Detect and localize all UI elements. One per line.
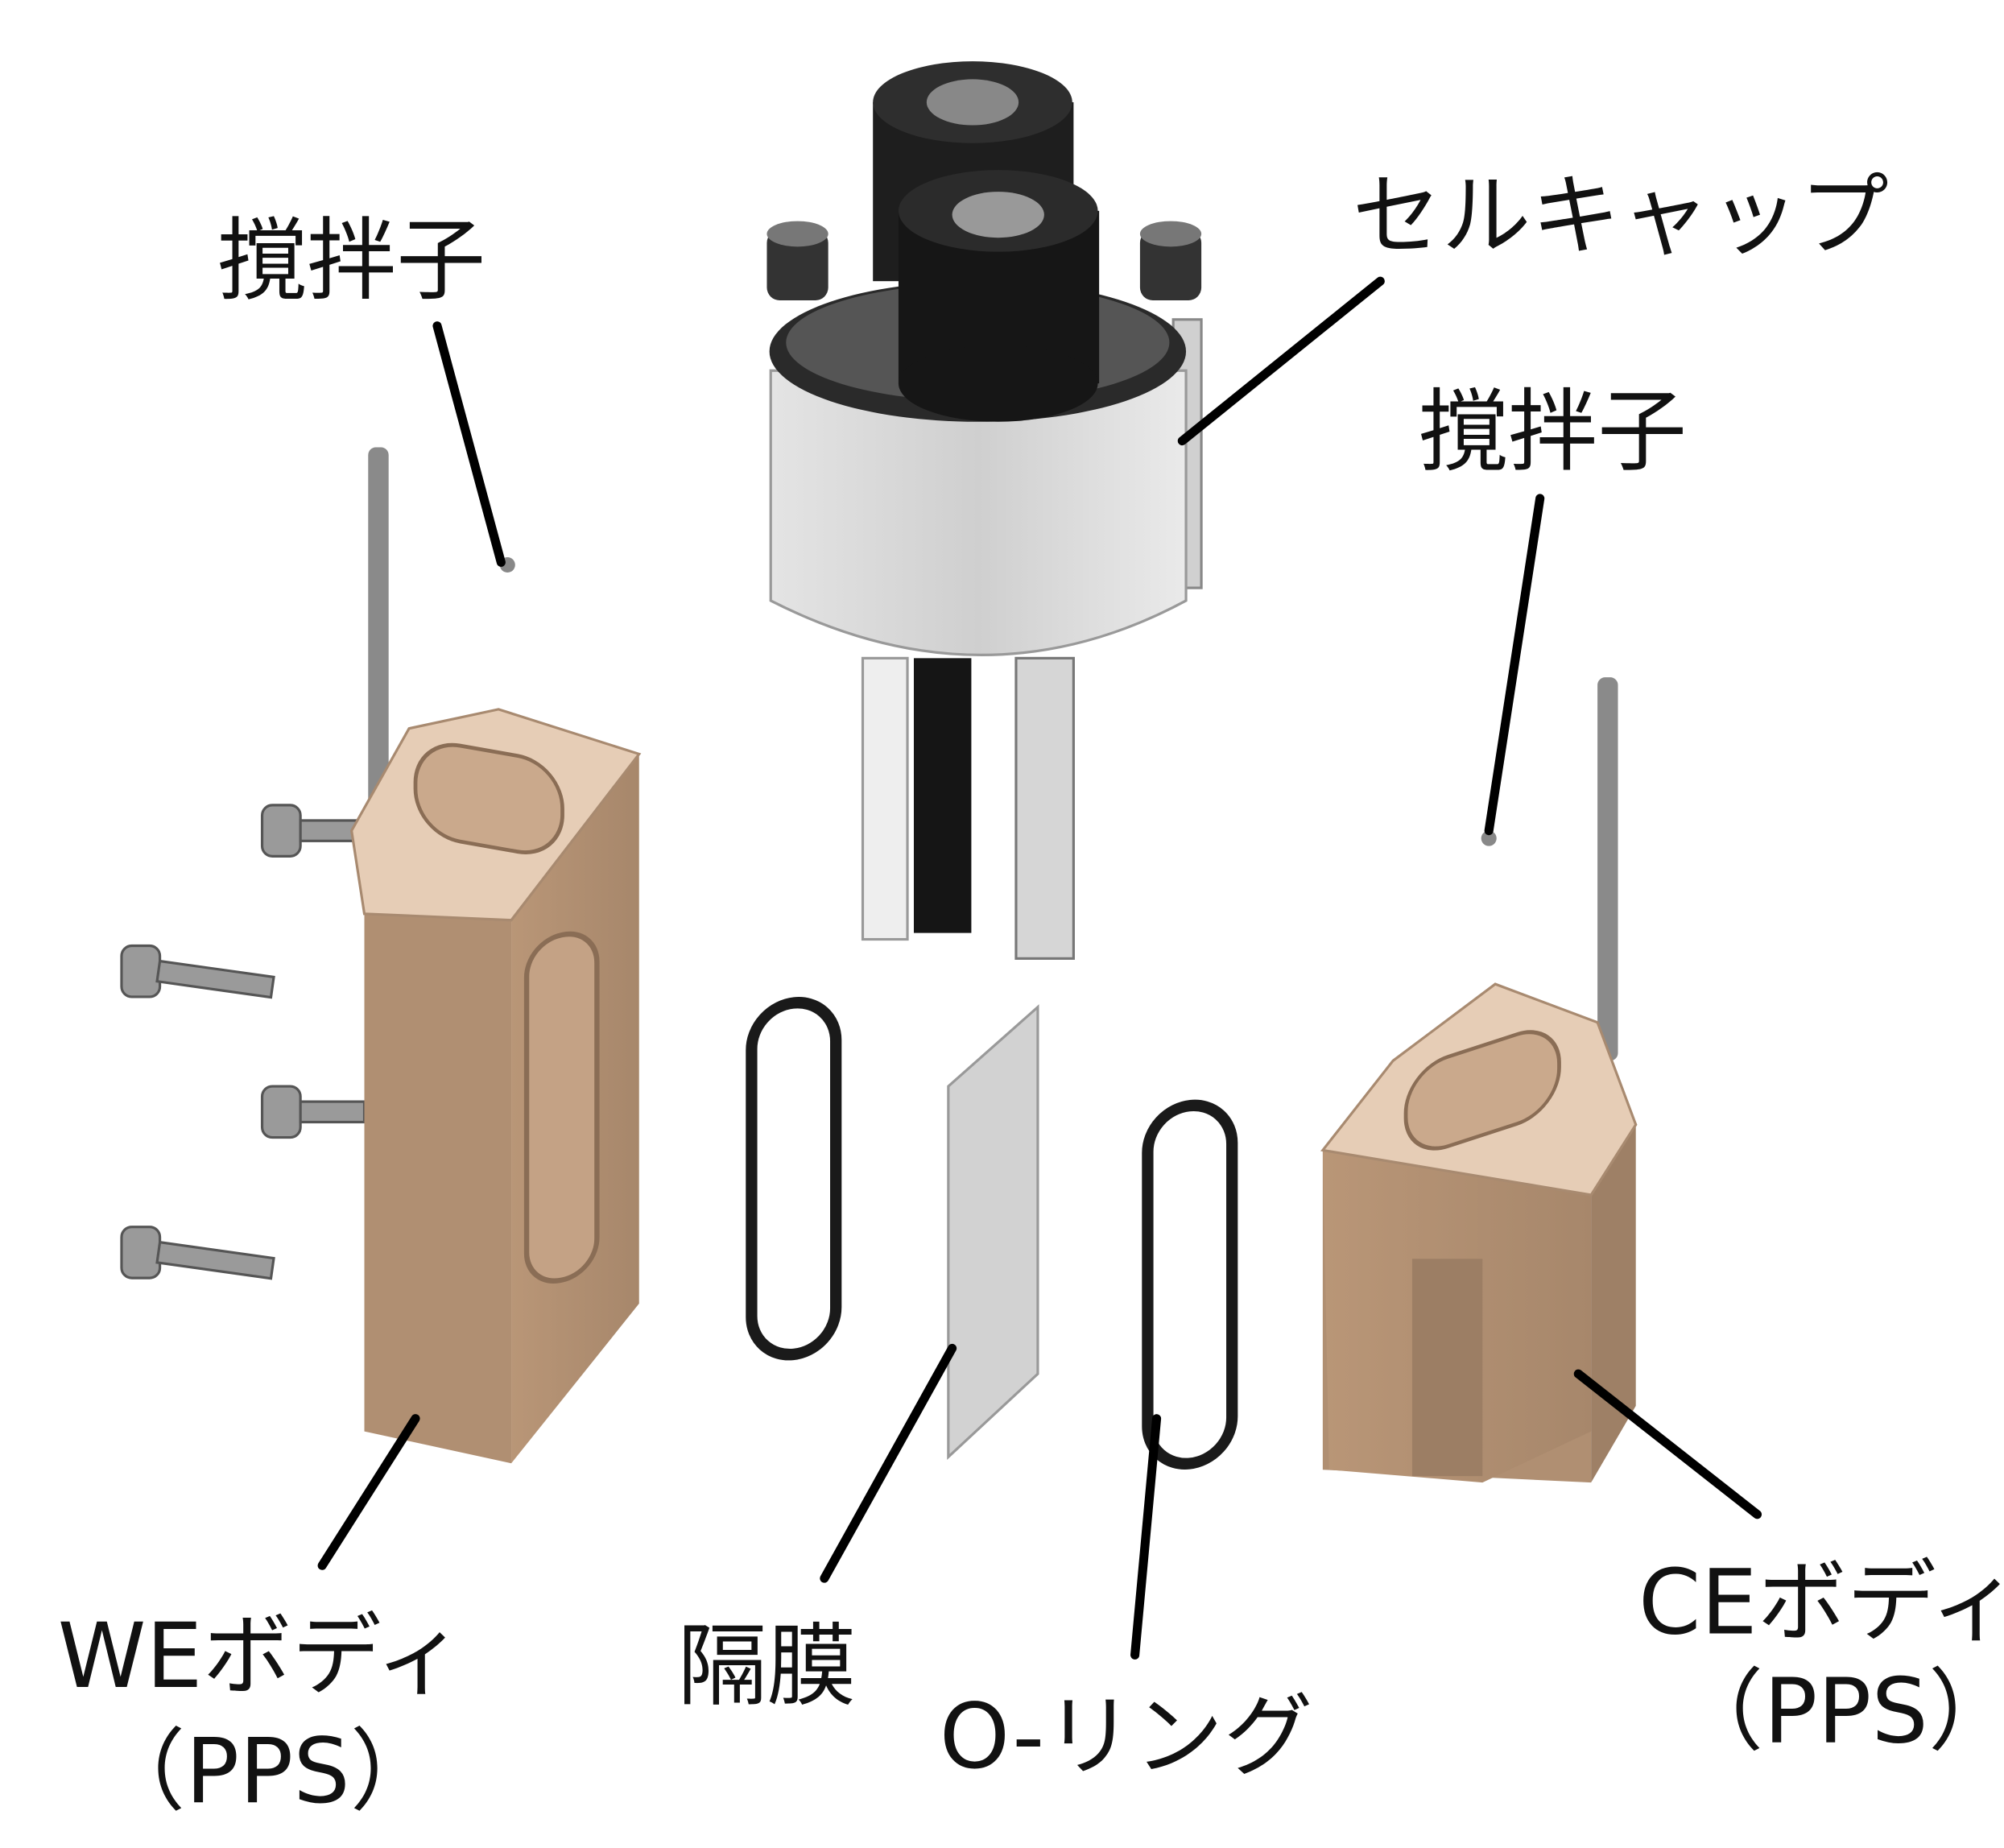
- cap-cylinder: [769, 369, 1188, 656]
- label-stirrer-left: 撹拌子: [217, 209, 486, 313]
- stir-bar-right: [1481, 830, 1497, 846]
- leader-ce-body: [1573, 1369, 1762, 1519]
- leader-stirrer-right: [1484, 494, 1545, 836]
- label-stirrer-right: 撹拌子: [1419, 381, 1687, 485]
- label-we-body-material: （PPS）: [96, 1720, 440, 1824]
- label-cell-cap: セルキャップ: [1352, 164, 1888, 268]
- label-ce-body-material: （PPS）: [1674, 1660, 2004, 1763]
- label-o-ring: O-リング: [940, 1685, 1313, 1789]
- leader-lines: [317, 276, 1762, 1660]
- label-we-body: WEボディ: [58, 1605, 465, 1709]
- leader-membrane: [820, 1343, 957, 1583]
- leader-cell-cap: [1177, 276, 1385, 446]
- membrane-sheet: [947, 1004, 1039, 1460]
- o-ring-left: [746, 997, 842, 1361]
- cell-cap: [766, 61, 1203, 960]
- plate-electrode: [1014, 656, 1075, 960]
- leader-o-ring: [1130, 1414, 1162, 1660]
- label-ce-body: CEボディ: [1638, 1551, 2004, 1655]
- label-membrane: 隔膜: [677, 1615, 856, 1719]
- glass-tube-electrode: [861, 656, 909, 941]
- ce-rod: [1597, 677, 1618, 1061]
- right-knob: [1139, 229, 1202, 300]
- o-ring-right: [1142, 1099, 1238, 1470]
- leader-we-body: [317, 1414, 420, 1570]
- screws: [120, 804, 366, 1280]
- left-knob: [766, 229, 828, 300]
- we-body: [120, 447, 642, 1464]
- we-rod: [368, 447, 389, 831]
- ce-body: [1320, 677, 1638, 1483]
- leader-stirrer-left: [432, 321, 506, 567]
- black-electrode: [913, 658, 972, 933]
